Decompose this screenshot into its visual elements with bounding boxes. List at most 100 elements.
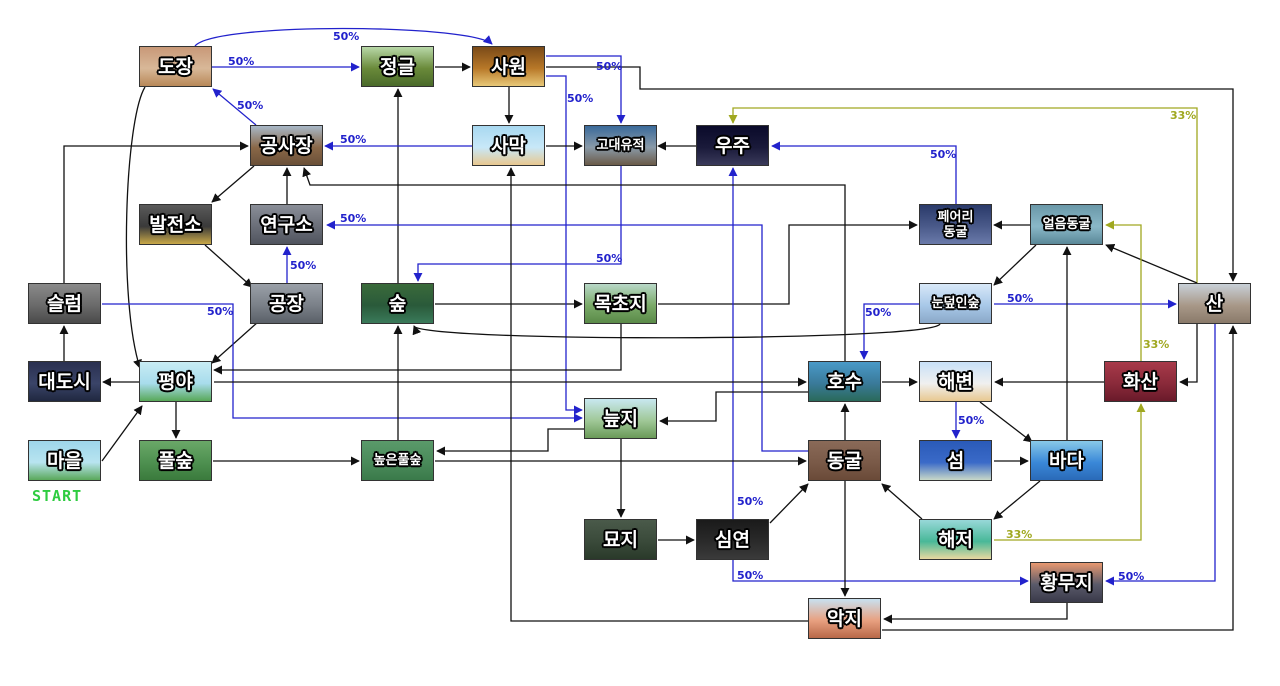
node-forest: 숲	[361, 283, 434, 324]
node-label: 대도시	[38, 370, 91, 393]
edge-label-slum-to-swamp: 50%	[207, 305, 234, 318]
node-volcano: 화산	[1104, 361, 1177, 402]
node-label: 풀숲	[158, 449, 193, 472]
edge-mountain-to-space	[728, 107, 1198, 283]
node-swamp: 늪지	[584, 398, 657, 439]
node-island: 섬	[919, 440, 992, 481]
edge-temple-to-mountain	[546, 66, 1238, 282]
edge-snowforest-to-forest	[412, 323, 941, 339]
edge-cave-to-lab	[326, 220, 808, 452]
node-plain: 평야	[139, 361, 212, 402]
node-label: 공사장	[260, 134, 313, 157]
node-label: 도장	[158, 55, 193, 78]
node-powerplant: 발전소	[139, 204, 212, 245]
node-label: 묘지	[603, 528, 638, 551]
edge-ferrycave-to-space	[771, 141, 957, 204]
node-label: 해변	[938, 370, 973, 393]
edge-label-ferrycave-to-space: 50%	[930, 148, 957, 161]
edge-label-abyss-to-wasteland: 50%	[737, 569, 764, 582]
edge-label-dojo-to-jungle: 50%	[228, 55, 255, 68]
edge-construction-to-dojo	[212, 88, 257, 126]
edge-badlands-to-desert	[506, 167, 808, 622]
node-label: 심연	[715, 528, 750, 551]
node-label: 호수	[827, 370, 862, 393]
node-city: 대도시	[28, 361, 101, 402]
edge-ruins-to-forest	[413, 166, 622, 282]
edge-label-temple-to-ruins: 50%	[596, 60, 623, 73]
edge-meadow-to-plain	[213, 324, 622, 375]
edge-temple-to-swamp	[546, 75, 583, 415]
edge-seafloor-to-cave	[881, 483, 923, 520]
edge-mountain-to-wasteland	[1105, 324, 1216, 586]
node-label: 눈덮인숲	[931, 296, 980, 311]
node-label: 공장	[269, 292, 304, 315]
start-label: START	[32, 487, 83, 505]
edge-label-mountain-to-space: 33%	[1170, 109, 1197, 122]
edge-lake-to-construction	[302, 167, 846, 361]
node-label: 페어리 동굴	[937, 209, 974, 240]
node-label: 바다	[1049, 449, 1084, 472]
node-village: 마을	[28, 440, 101, 481]
node-label: 마을	[47, 449, 82, 472]
node-seafloor: 해저	[919, 519, 992, 560]
node-label: 사원	[491, 55, 526, 78]
edge-label-snowforest-to-lake: 50%	[865, 306, 892, 319]
edge-snowforest-to-lake	[859, 303, 919, 360]
edge-factory-to-plain	[211, 321, 259, 364]
edge-abyss-to-cave	[769, 483, 809, 524]
node-desert: 사막	[472, 125, 545, 166]
node-label: 해저	[938, 528, 973, 551]
edge-slum-to-construction	[63, 141, 249, 283]
node-label: 사막	[491, 134, 526, 157]
node-label: 연구소	[260, 213, 313, 236]
node-construction: 공사장	[250, 125, 323, 166]
node-label: 산	[1205, 292, 1224, 315]
edge-dojo-to-temple	[194, 27, 493, 47]
node-factory: 공장	[250, 283, 323, 324]
node-ruins: 고대유적	[584, 125, 657, 166]
node-label: 숲	[388, 292, 407, 315]
edge-label-volcano-to-icecave: 33%	[1143, 338, 1170, 351]
edge-label-desert-to-construction: 50%	[340, 133, 367, 146]
edge-abyss-to-wasteland	[732, 560, 1029, 586]
edge-swamp-to-tallgrass	[436, 428, 584, 456]
edge-sea-to-seafloor	[993, 480, 1041, 520]
node-label: 슬럼	[47, 292, 82, 315]
edge-beach-to-sea	[979, 401, 1033, 443]
edge-powerplant-to-factory	[204, 244, 253, 288]
edge-meadow-to-ferrycave	[658, 220, 918, 305]
node-label: 평야	[158, 370, 193, 393]
edge-label-seafloor-to-volcano: 33%	[1006, 528, 1033, 541]
node-ferrycave: 페어리 동굴	[919, 204, 992, 245]
edge-mountain-to-volcano	[1179, 324, 1198, 387]
node-icecave: 얼음동굴	[1030, 204, 1103, 245]
node-badlands: 악지	[808, 598, 881, 639]
node-label: 얼음동굴	[1042, 217, 1091, 232]
edge-label-mountain-to-wasteland: 50%	[1118, 570, 1145, 583]
edge-badlands-to-mountain	[882, 325, 1238, 631]
edge-slum-to-swamp	[102, 303, 583, 423]
edge-dojo-to-plain	[125, 86, 146, 369]
edge-temple-to-ruins	[546, 55, 626, 124]
node-label: 화산	[1123, 370, 1158, 393]
node-jungle: 정글	[361, 46, 434, 87]
edge-wasteland-to-badlands	[883, 603, 1068, 624]
node-mountain: 산	[1178, 283, 1251, 324]
edge-label-dojo-to-temple: 50%	[333, 30, 360, 43]
edge-icecave-to-snowforest	[993, 244, 1037, 286]
edge-volcano-to-icecave	[1105, 220, 1142, 361]
node-label: 동굴	[827, 449, 862, 472]
node-label: 악지	[827, 607, 862, 630]
edge-label-beach-to-island: 50%	[958, 414, 985, 427]
edge-label-temple-to-swamp: 50%	[567, 92, 594, 105]
edge-label-snowforest-to-mountain: 50%	[1007, 292, 1034, 305]
edge-label-construction-to-dojo: 50%	[237, 99, 264, 112]
node-abyss: 심연	[696, 519, 769, 560]
node-slum: 슬럼	[28, 283, 101, 324]
edge-village-to-plain	[101, 405, 143, 462]
edge-construction-to-powerplant	[211, 165, 255, 203]
edge-seafloor-to-volcano	[994, 403, 1146, 541]
node-snowforest: 눈덮인숲	[919, 283, 992, 324]
